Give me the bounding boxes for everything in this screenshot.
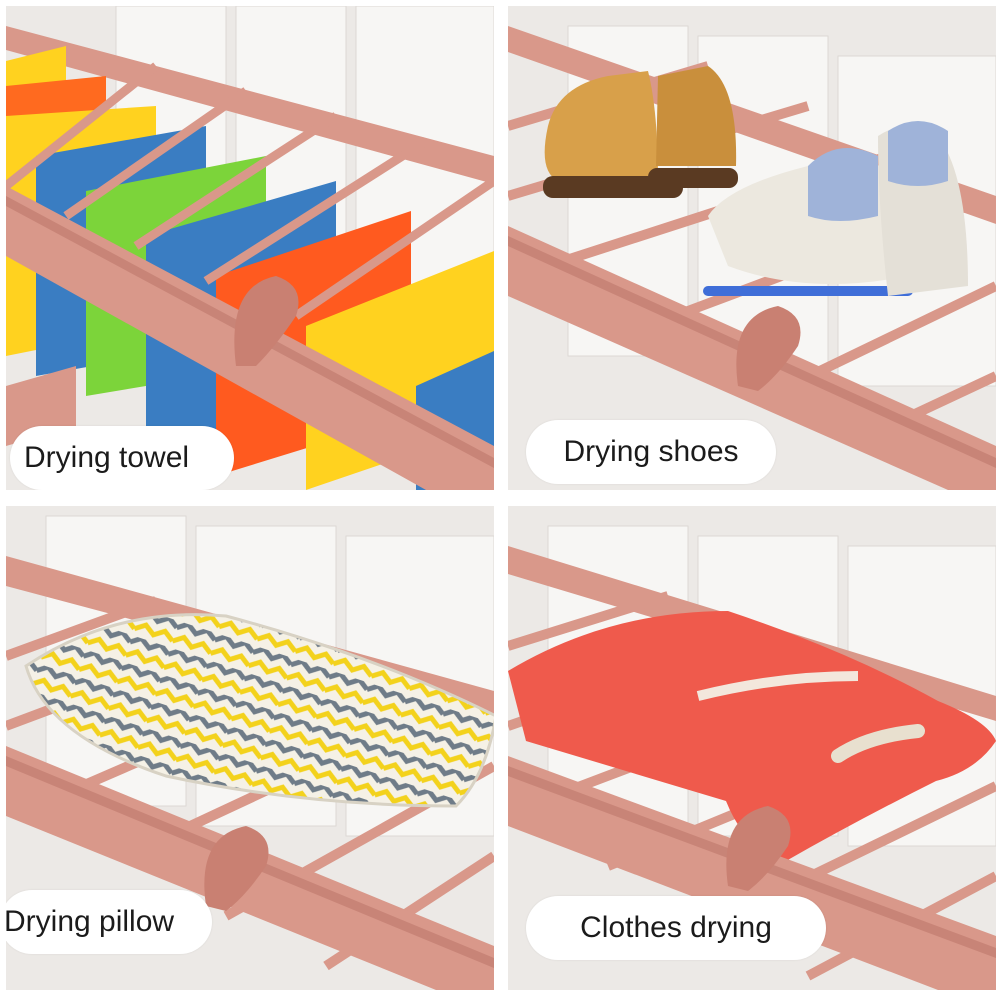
caption-clothes-drying: Clothes drying [526,896,826,960]
panel-drying-shoes: Drying shoes [508,6,996,490]
clothes-drying-photo [508,506,996,990]
caption-drying-shoes: Drying shoes [526,420,776,484]
panel-clothes-drying: Clothes drying [508,506,996,990]
panel-drying-towel: Drying towel [6,6,494,490]
caption-drying-pillow: Drying pillow [6,890,212,954]
drying-towel-photo [6,6,494,490]
panel-drying-pillow: Drying pillow [6,506,494,990]
caption-drying-towel: Drying towel [10,426,234,490]
drying-shoes-photo [508,6,996,490]
